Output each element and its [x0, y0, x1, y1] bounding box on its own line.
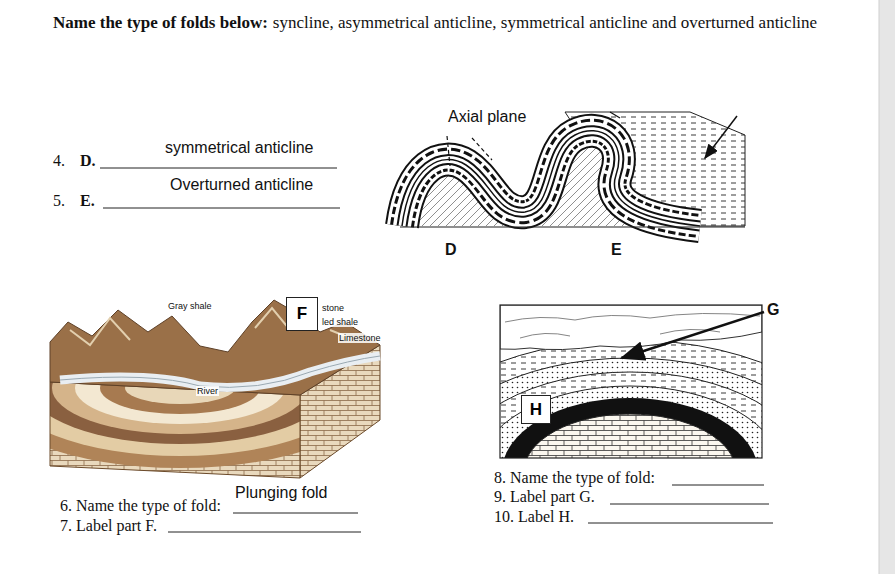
question-text: 6. Name the type of fold:	[60, 497, 221, 515]
part-letter: H	[530, 400, 542, 420]
part-box: F	[286, 297, 318, 331]
answer-text: Overturned anticline	[170, 176, 313, 194]
fold-letter: D.	[80, 152, 96, 170]
river-label: River	[196, 386, 219, 396]
rock-label: Limestone	[338, 333, 382, 343]
block-diagram	[0, 300, 380, 480]
question-text: 10. Label H.	[494, 508, 574, 526]
rock-label: stone	[321, 303, 345, 313]
part-letter: F	[297, 304, 307, 324]
title: Name the type of folds below:	[53, 13, 268, 32]
part-box: H	[521, 395, 551, 424]
anticline-block	[395, 305, 865, 574]
heading-text: syncline, asymmetrical anticline, symmet…	[273, 13, 817, 32]
question-number: 4.	[53, 152, 65, 170]
question-text: 7. Label part F.	[60, 517, 157, 535]
heading-line: Name the type of folds below: syncline, a…	[53, 13, 828, 33]
rock-label: Gray shale	[167, 301, 213, 311]
answer-text: Plunging fold	[235, 484, 328, 502]
part-label: Axial plane	[448, 108, 526, 126]
rock-label: led shale	[321, 317, 359, 327]
answer-text: symmetrical anticline	[165, 139, 313, 157]
question-text: 8. Name the type of fold:	[494, 469, 655, 487]
fold-letter: E.	[80, 192, 95, 210]
question-text: 9. Label part G.	[494, 488, 595, 506]
part-letter: G	[767, 301, 779, 319]
question-number: 5.	[53, 192, 65, 210]
fold-cross-section	[400, 112, 745, 227]
fold-letter: E	[611, 241, 622, 259]
fold-letter: D	[445, 241, 457, 259]
